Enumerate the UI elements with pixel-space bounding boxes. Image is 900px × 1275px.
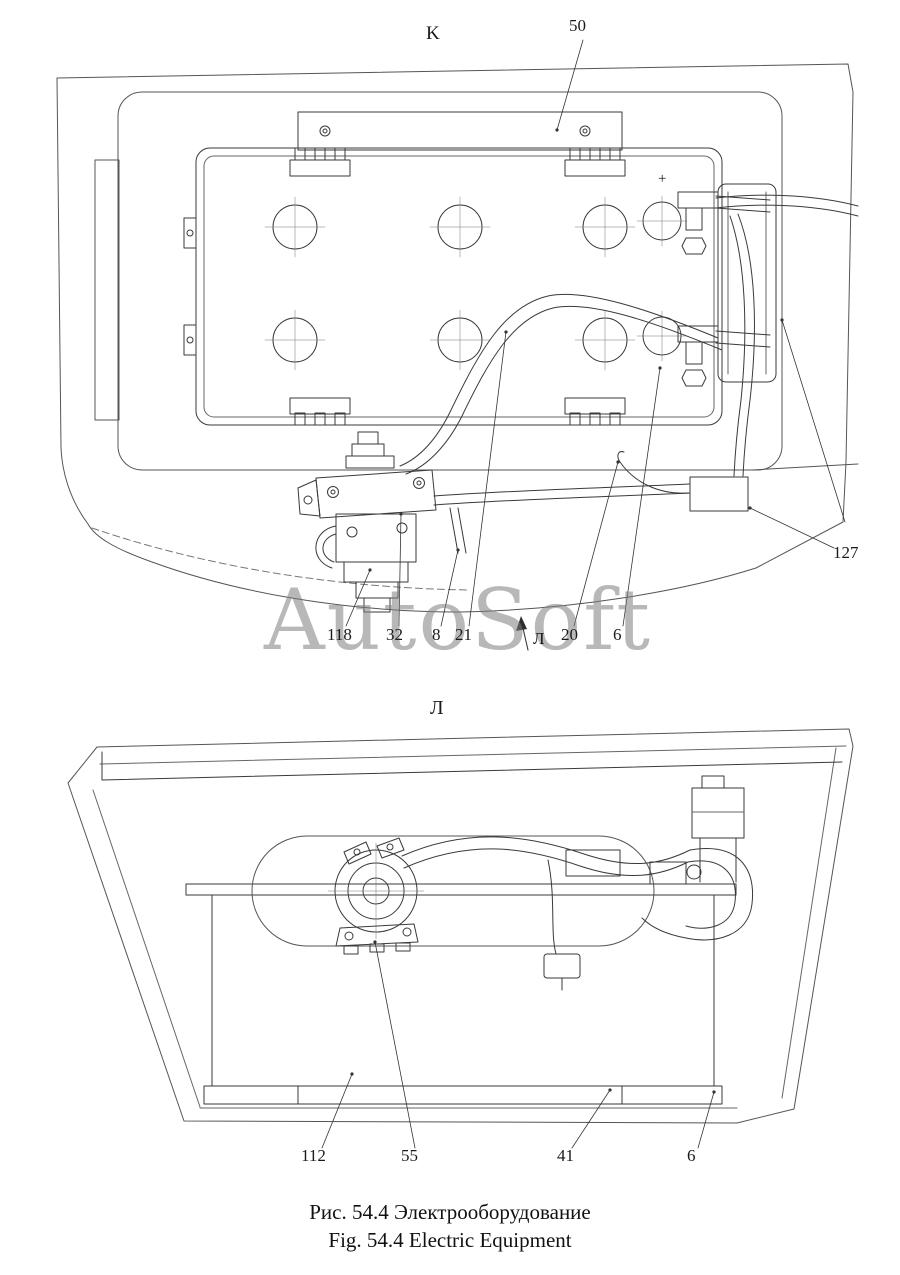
view-direction-letter: Л <box>533 629 545 648</box>
wiring-harness <box>401 836 754 991</box>
bottom-view-drawing <box>67 728 854 1149</box>
top-leader-lines <box>345 39 846 627</box>
callout-20: 20 <box>561 625 578 644</box>
negative-terminal <box>677 325 771 387</box>
view-direction-arrow <box>516 616 529 651</box>
top-view-drawing <box>56 39 859 651</box>
figure-caption-en: Fig. 54.4 Electric Equipment <box>328 1228 572 1252</box>
harness-bracket <box>691 775 745 883</box>
watermark-text: AutoSoft <box>264 571 653 669</box>
figure-caption-ru: Рис. 54.4 Электрооборудование <box>309 1200 591 1224</box>
cable-grommet <box>327 837 425 955</box>
positive-terminal <box>677 191 771 255</box>
callout-6-bottom: 6 <box>687 1146 696 1165</box>
callout-32: 32 <box>386 625 403 644</box>
frame-combs <box>289 147 626 426</box>
battery-holes <box>264 195 688 371</box>
view-label-l: Л <box>430 697 444 719</box>
callout-41: 41 <box>557 1146 574 1165</box>
battery-cables <box>399 194 859 554</box>
callout-112: 112 <box>301 1146 326 1165</box>
callout-6-top: 6 <box>613 625 622 644</box>
connector-block <box>689 476 749 512</box>
starter-relay <box>297 431 437 613</box>
callout-55: 55 <box>401 1146 418 1165</box>
callout-127: 127 <box>833 543 859 562</box>
bottom-leader-lines <box>321 940 716 1149</box>
battery-box <box>203 894 723 1105</box>
callout-118: 118 <box>327 625 352 644</box>
callout-8: 8 <box>432 625 441 644</box>
callout-21: 21 <box>455 625 472 644</box>
plus-terminal-symbol: + <box>658 171 667 187</box>
terminal-bracket <box>717 183 777 383</box>
callout-50: 50 <box>569 16 586 35</box>
view-label-k: K <box>426 23 440 44</box>
